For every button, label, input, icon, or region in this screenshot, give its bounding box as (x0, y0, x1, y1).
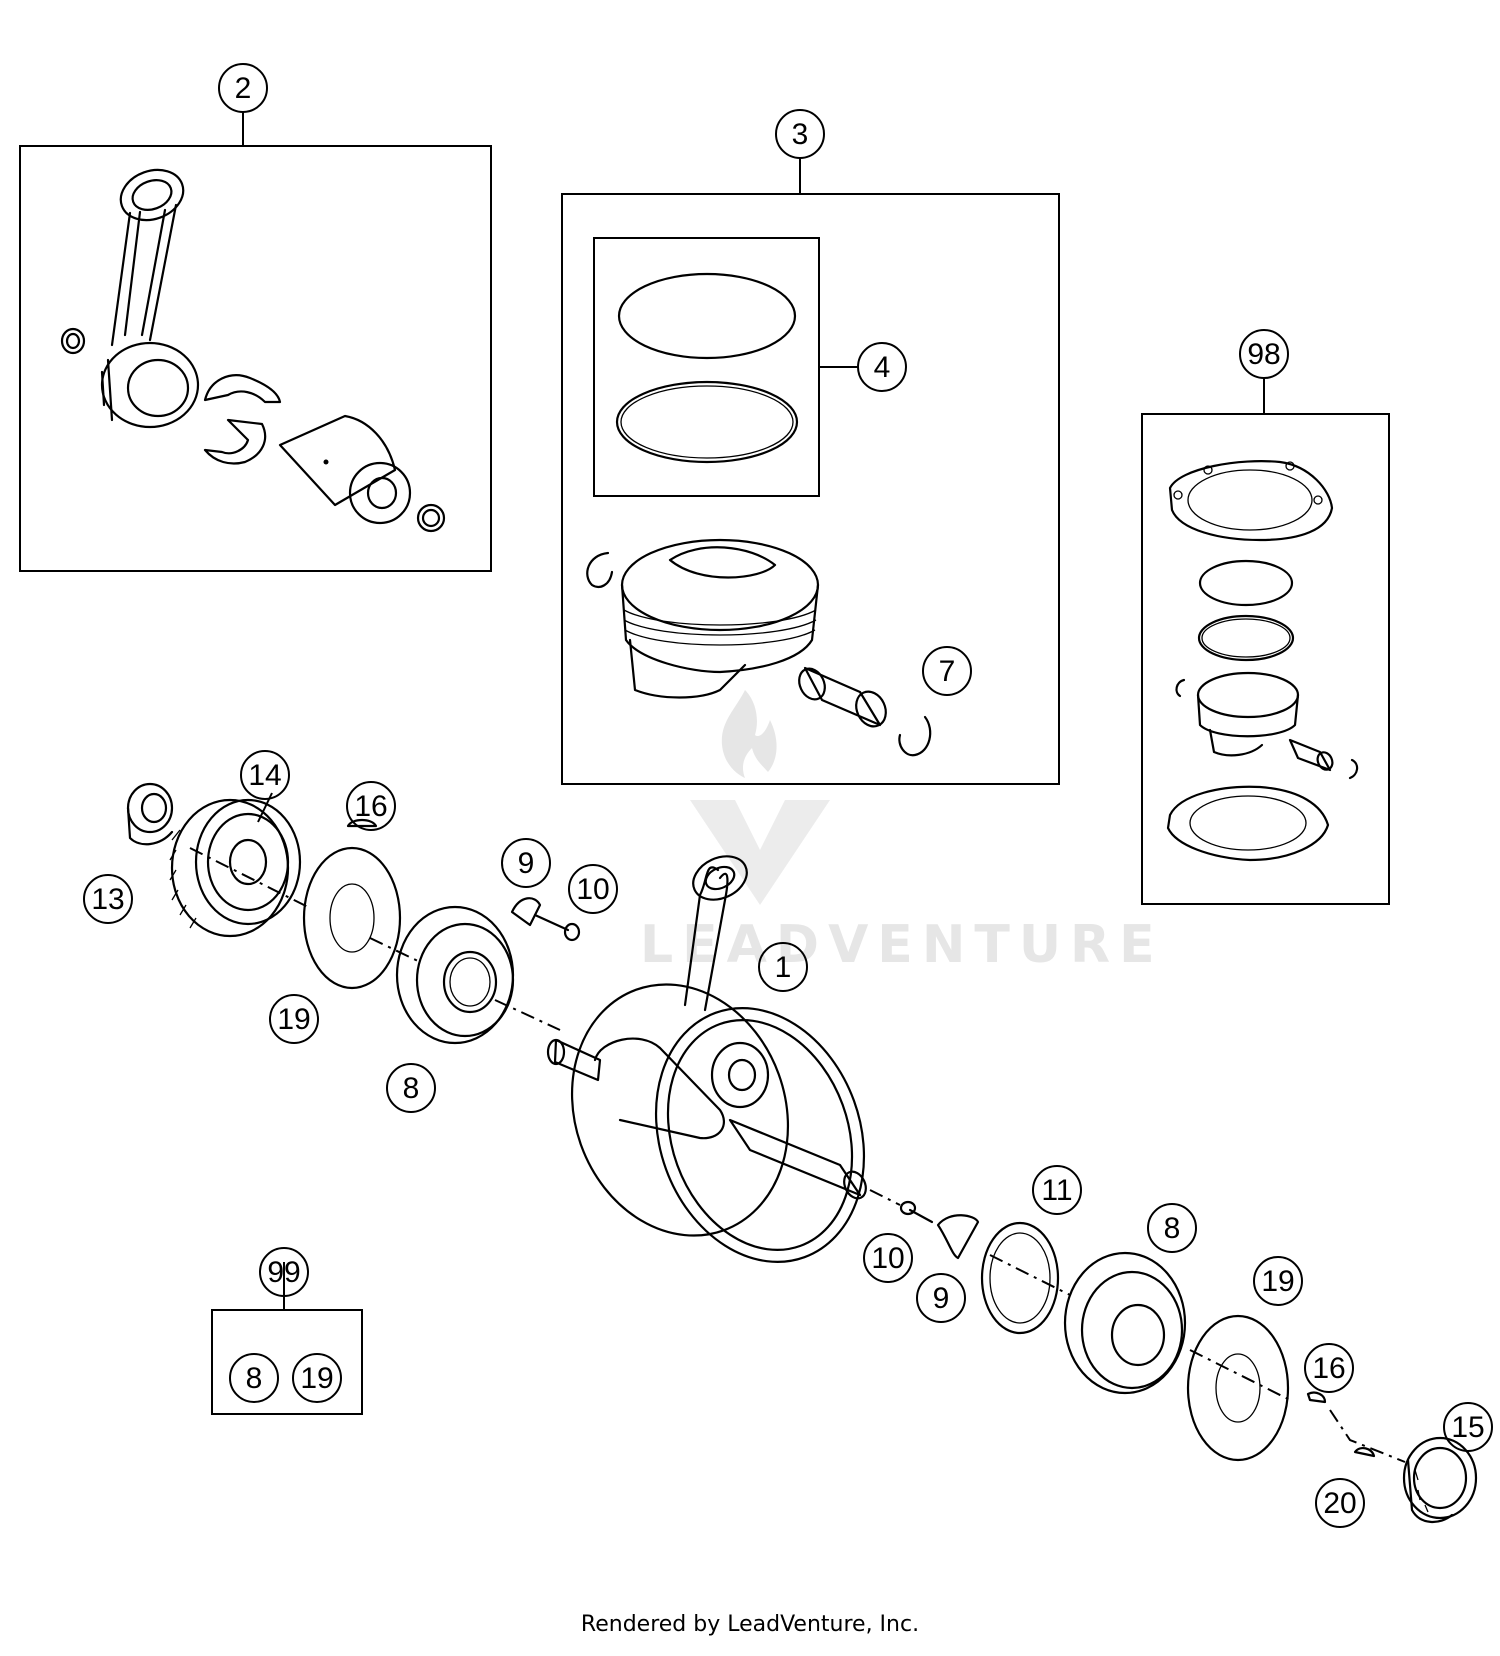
small-ring-icon (416, 503, 446, 533)
piston-ring-icon (1198, 559, 1294, 607)
piston-ring-icon (1197, 614, 1295, 662)
svg-text:19: 19 (277, 1003, 310, 1036)
callout-4: 4 (857, 342, 907, 392)
callout-8: 8 (229, 1353, 279, 1403)
callout-19: 19 (292, 1353, 342, 1403)
callout-19: 19 (269, 994, 319, 1044)
piston-ring-icon (615, 380, 799, 464)
callout-7: 7 (922, 646, 972, 696)
piston-circlip-icon (898, 715, 932, 757)
svg-text:9: 9 (933, 1282, 950, 1315)
callout-14: 14 (240, 750, 290, 800)
bearing-shell-icon (203, 374, 282, 465)
svg-text:19: 19 (1261, 1265, 1294, 1298)
svg-text:4: 4 (874, 351, 891, 384)
callout-11: 11 (1032, 1165, 1082, 1215)
callout-3: 3 (775, 109, 825, 159)
piston-ring-icon (617, 272, 797, 360)
svg-text:10: 10 (871, 1242, 904, 1275)
svg-text:8: 8 (403, 1072, 420, 1105)
svg-text:99: 99 (267, 1256, 300, 1289)
svg-text:2: 2 (235, 72, 252, 105)
woodruff-key-icon (1306, 1391, 1327, 1404)
crank-pin-icon (278, 414, 412, 525)
callout-19: 19 (1253, 1256, 1303, 1306)
lock-plate-icon (936, 1214, 980, 1260)
circlip-icon (1175, 678, 1186, 698)
callout-20: 20 (1315, 1478, 1365, 1528)
svg-text:98: 98 (1247, 338, 1280, 371)
svg-text:13: 13 (91, 883, 124, 916)
callout-9: 9 (916, 1273, 966, 1323)
svg-text:9: 9 (518, 847, 535, 880)
primary-gear-icon (169, 798, 302, 938)
woodruff-key-icon (346, 818, 378, 828)
connecting-rod-icon (100, 168, 200, 429)
circlip-icon (1348, 758, 1359, 780)
cylinder-head-gasket-icon (1168, 460, 1334, 542)
callout-16: 16 (1304, 1343, 1354, 1393)
connecting-rod-kit-box (19, 112, 492, 572)
svg-text:7: 7 (939, 655, 956, 688)
lock-plate-icon (510, 897, 542, 927)
callout-10: 10 (863, 1233, 913, 1283)
piston-pin-icon (1288, 738, 1334, 772)
assembly-axis-left (189, 847, 561, 1031)
callout-13: 13 (83, 874, 133, 924)
svg-text:8: 8 (246, 1362, 263, 1395)
callout-16: 16 (346, 781, 396, 831)
callout-10: 10 (568, 864, 618, 914)
svg-text:10: 10 (576, 873, 609, 906)
callout-1: 1 (758, 942, 808, 992)
screw-icon (533, 913, 581, 942)
shim-washer-icon (302, 846, 402, 990)
render-credit: Rendered by LeadVenture, Inc. (580, 1612, 920, 1637)
piston-pin-icon (798, 666, 887, 728)
main-bearing-icon (395, 905, 515, 1045)
gasket-set-box (1141, 378, 1390, 905)
piston-icon (620, 538, 820, 699)
small-bushing-icon (60, 327, 86, 355)
piston-icon (1196, 671, 1300, 757)
woodruff-key-icon (1353, 1446, 1376, 1458)
assembly-axis-right (869, 1189, 1406, 1463)
bearing-kit-box (211, 1262, 363, 1415)
callout-15: 15 (1443, 1402, 1493, 1452)
main-bearing-icon (1063, 1251, 1187, 1395)
leadventure-watermark: LEADVENTURE (640, 690, 1164, 975)
svg-text:11: 11 (1041, 1174, 1072, 1207)
thrust-washer-icon (980, 1221, 1060, 1335)
screw-icon (899, 1200, 934, 1224)
svg-text:19: 19 (300, 1362, 333, 1395)
shim-washer-icon (1186, 1314, 1290, 1462)
svg-text:14: 14 (248, 759, 281, 792)
cylinder-base-gasket-icon (1166, 785, 1330, 862)
callout-8: 8 (386, 1063, 436, 1113)
crankshaft-icon (546, 855, 867, 1263)
svg-text:3: 3 (792, 118, 809, 151)
watermark-text: LEADVENTURE (640, 915, 1164, 975)
callout-8: 8 (1147, 1203, 1197, 1253)
callout-2: 2 (218, 63, 268, 113)
timing-sprocket-icon (1402, 1436, 1478, 1523)
svg-text:8: 8 (1164, 1212, 1181, 1245)
callout-99: 99 (259, 1247, 309, 1297)
svg-text:15: 15 (1451, 1411, 1484, 1444)
piston-kit-box (561, 158, 1060, 785)
nut-icon (126, 782, 174, 846)
svg-text:16: 16 (1312, 1352, 1345, 1385)
callout-98: 98 (1239, 329, 1289, 379)
svg-text:16: 16 (354, 790, 387, 823)
callout-9: 9 (501, 838, 551, 888)
svg-text:20: 20 (1323, 1487, 1356, 1520)
piston-circlip-icon (586, 551, 614, 588)
svg-text:1: 1 (775, 951, 792, 984)
